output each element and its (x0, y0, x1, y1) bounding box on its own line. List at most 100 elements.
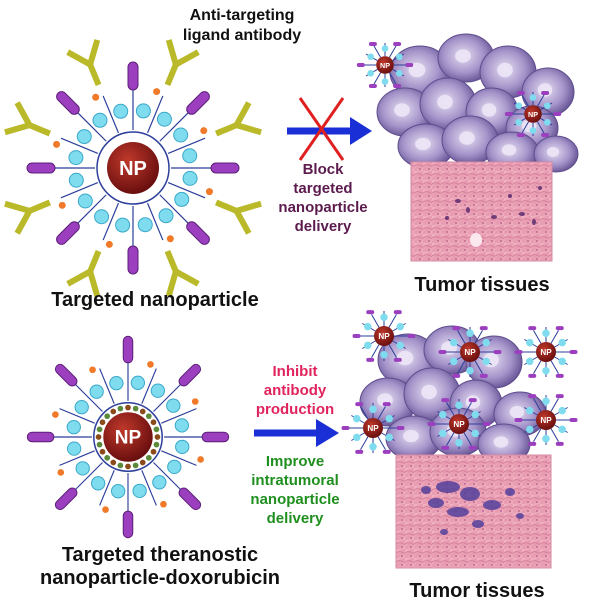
drug-molecule-icon (117, 462, 124, 469)
delivery-arrow (254, 419, 339, 447)
np-core (536, 410, 556, 430)
peg-chain (377, 406, 386, 420)
targeting-ligand-icon (56, 91, 80, 115)
antibody-icon (4, 199, 51, 235)
improve-label-line4: delivery (266, 510, 324, 527)
antibody-icon (215, 101, 262, 137)
drug-molecule-icon (132, 405, 139, 412)
targeting-ligand-icon (393, 357, 402, 362)
coil-icon (353, 433, 361, 442)
cell-nucleus (509, 405, 525, 419)
coil-icon (369, 405, 377, 413)
coil-icon (450, 357, 458, 366)
targeting-ligand-icon (555, 441, 564, 446)
coil-icon (113, 103, 129, 119)
drug-molecule-icon (99, 448, 106, 455)
improve-delivery-label: Improve intratumoral nanoparticle delive… (240, 452, 350, 528)
targeting-ligand-icon (127, 61, 139, 91)
block-label-line4: delivery (294, 218, 352, 235)
coil-icon (175, 439, 190, 455)
coil-icon (396, 322, 404, 331)
dye-icon (57, 469, 65, 476)
coil-icon (526, 357, 534, 366)
dye-icon (197, 456, 204, 463)
dye-icon (53, 140, 61, 148)
targeting-ligand-icon (178, 363, 202, 387)
antibody-label-line1: Anti-targeting (189, 7, 295, 24)
np-core-label: NP (540, 416, 552, 425)
coil-icon (94, 209, 110, 225)
dye-icon (92, 93, 100, 101)
drug-molecule-icon (153, 441, 160, 448)
coil-icon (182, 148, 198, 164)
targeting-ligand-icon (393, 42, 402, 47)
coil-icon (182, 170, 198, 186)
targeting-ligand-icon (352, 334, 361, 338)
coil-icon (150, 383, 166, 398)
antibody-arm (66, 268, 92, 287)
drug-molecule-icon (96, 426, 103, 433)
coil-icon (174, 191, 190, 207)
antibody-arm (14, 209, 33, 235)
targeting-ligand-icon (504, 112, 513, 116)
coil-icon (380, 351, 388, 359)
coil-icon (542, 367, 550, 375)
targeting-ligand-icon (468, 398, 477, 403)
targeting-ligand-icon (405, 63, 414, 67)
coil-icon (132, 483, 147, 499)
targeting-ligand-icon (341, 426, 350, 430)
targeting-ligand-icon (355, 449, 364, 454)
small-nanoparticle-attached-1: NP (356, 42, 414, 88)
coil-icon (450, 338, 458, 347)
targeting-ligand-icon (452, 373, 461, 378)
inhibit-antibody-label: Inhibit antibody production (240, 362, 350, 419)
antibody-icon (164, 39, 200, 86)
coil-icon (471, 429, 479, 438)
coil-icon (542, 435, 550, 443)
antibody-arm (174, 268, 200, 287)
antibody-arm (165, 39, 179, 66)
drug-molecule-icon (132, 462, 139, 469)
np-core-label: NP (380, 62, 390, 70)
improve-label-line1: Improve (265, 453, 325, 470)
peg-chain (463, 402, 472, 416)
tumor-cell-cluster-bottom (359, 325, 547, 465)
coil-icon (542, 329, 550, 337)
targeting-ligand-icon (186, 91, 210, 115)
antibody-stem (164, 250, 179, 273)
coil-icon (90, 476, 106, 491)
dye-icon (160, 500, 167, 508)
block-delivery-label: Block targeted nanoparticle delivery (268, 160, 378, 236)
antibody-label: Anti-targeting ligand antibody (162, 6, 322, 46)
coil-icon (482, 357, 490, 366)
antibody-stem (164, 63, 179, 86)
targeting-ligand-icon (178, 487, 202, 511)
peg-chain (377, 436, 386, 450)
coil-icon (74, 399, 89, 415)
cell-nucleus (501, 144, 517, 156)
block-cross-icon (298, 97, 345, 161)
antibody-icon (66, 39, 102, 86)
drug-molecule-icon (145, 454, 152, 461)
cell-nucleus (481, 103, 497, 117)
peg-chain (77, 112, 107, 142)
coil-icon (529, 94, 537, 101)
targeting-ligand-icon (528, 326, 537, 331)
coil-icon (526, 338, 534, 347)
coil-icon (529, 127, 537, 134)
coil-icon (395, 69, 403, 77)
targeting-ligand-icon (368, 83, 377, 88)
peg-chain (463, 432, 472, 446)
drug-molecule-icon (104, 454, 111, 461)
antibody-icon (215, 199, 262, 235)
caption-line1: Targeted theranostic (61, 544, 259, 566)
theranostic-nanoparticle: NP (26, 335, 230, 539)
coil-icon (542, 397, 550, 405)
coil-icon (364, 341, 372, 350)
np-core-label: NP (378, 332, 390, 341)
cell-nucleus (437, 94, 453, 110)
drug-molecule-icon (154, 434, 161, 440)
drug-molecule-icon (117, 405, 124, 412)
peg-chain (373, 45, 382, 58)
targeting-ligand-icon (186, 221, 210, 245)
